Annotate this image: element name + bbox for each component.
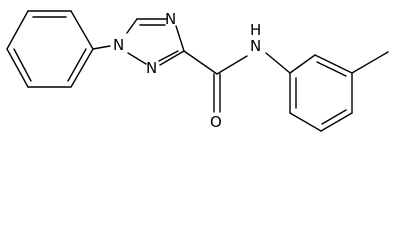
bond-c3-carbonyl (183, 50, 218, 75)
bond-ph-inner-3 (13, 48, 32, 82)
atom-o-label: O (210, 113, 222, 131)
bond-c3-n2-inner (158, 50, 179, 62)
bond-tol-2 (314, 54, 353, 74)
bond-c3-n2 (159, 50, 185, 66)
bond-carbonyl-nh (216, 55, 248, 75)
bond-ph-n1 (92, 45, 111, 50)
atom-n4-label: N (165, 10, 176, 28)
bond-tol-1 (289, 54, 316, 74)
phenyl-ring (6, 10, 94, 88)
bond-ph-6 (6, 48, 29, 88)
triazole-ring (126, 18, 185, 66)
tolyl-ring (289, 54, 353, 132)
bond-n2-n1 (127, 52, 147, 65)
bond-methyl (351, 51, 389, 74)
bond-tol-inner-2 (321, 109, 347, 125)
bond-ph-1 (6, 10, 29, 50)
bond-tol-4 (320, 112, 353, 132)
bond-n4-c3 (175, 25, 185, 52)
bond-tol-inner-1 (316, 61, 347, 77)
atom-h-label: H (250, 21, 261, 39)
structural-formula: N N N N H O (6, 10, 389, 132)
bond-ph-3 (70, 10, 94, 50)
atom-nh-label: N (250, 37, 261, 55)
bond-ph-4 (70, 48, 94, 88)
bond-n1-c5 (126, 18, 138, 34)
bond-ph-inner-2 (67, 48, 87, 82)
atom-n2-label: N (146, 59, 157, 77)
bond-nh-tolyl (265, 52, 291, 74)
bond-tol-5 (289, 112, 322, 132)
atom-n1-label: N (113, 36, 124, 54)
